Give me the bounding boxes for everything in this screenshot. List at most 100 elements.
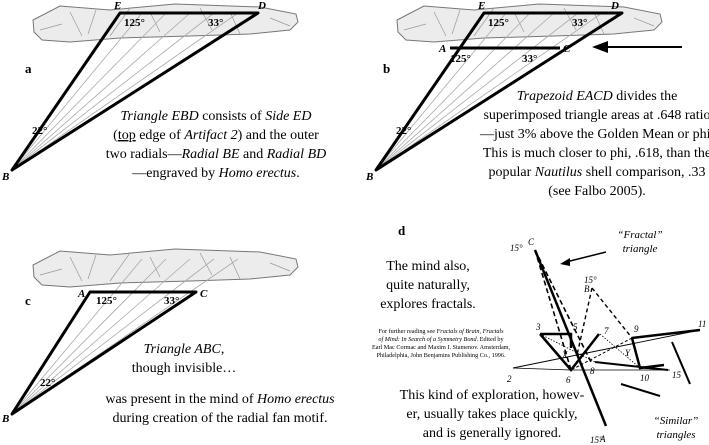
point-a-label: A: [77, 288, 85, 300]
caption-a-text: .: [296, 166, 300, 181]
point-b-label: B: [1, 413, 9, 425]
svg-text:popular Nautilus shell compari: popular Nautilus shell comparison, .33: [489, 165, 706, 180]
point-a-label: A: [438, 43, 446, 55]
artifact-outline-c: [32, 248, 299, 288]
caption-a-term: Radial BE: [181, 147, 240, 162]
fractal-label-line: “Fractal”: [617, 229, 662, 241]
note-text: . Edited by: [477, 336, 505, 343]
panel-b: E D A C B 125° 33° 125° 33° 22° b Trapez…: [365, 0, 709, 199]
point-x-label: X: [561, 350, 568, 360]
angle-b-label: 22°: [396, 125, 411, 137]
point-7-label: 7: [604, 326, 609, 336]
caption-a-term: Homo erectus: [218, 166, 297, 181]
similar-triangle-left-base: [539, 333, 600, 372]
note-text: Philadelphia, John Benjamins Publishing …: [376, 352, 506, 359]
fractal-text-line: explores fractals.: [380, 297, 476, 312]
fractal-label-line: triangle: [623, 243, 658, 255]
svg-text:Triangle EBD consists of Side: Triangle EBD consists of Side ED: [121, 109, 312, 124]
caption-c: Triangle ABC, though invisible… was pres…: [105, 342, 335, 426]
caption-b-text: popular: [489, 165, 535, 180]
caption-b-text: divides the: [613, 89, 678, 104]
panel-a: E D B 125° 33° 22° a Triangle EBD consis…: [1, 0, 326, 183]
caption-a-text: ) and the outer: [238, 128, 320, 143]
svg-text:was present in the mind of Hom: was present in the mind of Homo erectus: [105, 392, 335, 407]
similar-pointer-2: [671, 341, 691, 385]
caption-a-text: (: [113, 128, 118, 143]
point-6-label: 6: [566, 375, 571, 385]
panel-d: d The mind also, quite naturally, explor…: [372, 223, 706, 445]
angle-b-label: 15°: [584, 275, 597, 285]
exploration-text-line: This kind of exploration, howev-: [400, 388, 585, 403]
artifact-outline-b: [396, 3, 663, 43]
panel-c: A C B 125° 33° 22° c Triangle ABC, thoug…: [1, 248, 335, 426]
caption-b-text: shell comparison, .33: [582, 165, 705, 180]
svg-text:(top edge of Artifact 2) and t: (top edge of Artifact 2) and the outer: [113, 128, 319, 143]
fractal-dash-c-6: [534, 249, 572, 371]
fractal-text-line: The mind also,: [386, 259, 470, 274]
point-b-label: B: [584, 284, 590, 294]
fractal-diagram: C 15° B 15° A 15° X Y 2 3 5 6 7 8 9 10 1…: [507, 229, 706, 445]
similar-triangle-left: [540, 332, 573, 348]
caption-b-term: Trapezoid EACD: [517, 89, 613, 104]
panel-b-label: b: [383, 61, 390, 76]
panel-c-label: c: [25, 293, 31, 308]
exploration-text: This kind of exploration, howev- er, usu…: [400, 388, 585, 441]
angle-e-label: 125°: [124, 17, 145, 29]
point-11-label: 11: [698, 319, 706, 329]
fractal-text-line: quite naturally,: [386, 278, 470, 293]
fractal-pointer: [565, 251, 607, 263]
point-2-label: 2: [507, 374, 512, 384]
caption-a-text: —engraved by: [131, 166, 218, 181]
caption-a-text: and: [240, 147, 267, 162]
point-e-label: E: [477, 0, 485, 12]
caption-a-term: Side ED: [265, 109, 311, 124]
caption-b-text: (see Falbo 2005).: [548, 184, 646, 199]
angle-c-label: 15°: [510, 243, 523, 253]
angle-a-label: 15°: [590, 435, 603, 445]
caption-a-term: Radial BD: [266, 147, 327, 162]
similar-label-line: triangles: [656, 429, 695, 441]
fractal-triangle-label: “Fractal” triangle: [617, 229, 662, 255]
similar-triangle-right: [631, 328, 701, 340]
point-5-label: 5: [573, 322, 578, 332]
note-title: of Mind: In Search of a Symmetry Bond: [378, 336, 477, 343]
svg-text:two radials—Radial BE and Radi: two radials—Radial BE and Radial BD: [106, 147, 326, 162]
caption-a-text: consists of: [199, 109, 266, 124]
point-3-label: 3: [535, 322, 541, 332]
radial-fan-b: [375, 12, 603, 171]
fractal-line-8-15: [594, 361, 669, 371]
note-text: Earl Mac Cormac and Maxim I. Stamenov. A…: [372, 344, 511, 351]
point-e-label: E: [113, 0, 121, 12]
svg-text:of Mind: In Search of a Symmet: of Mind: In Search of a Symmetry Bond. E…: [378, 336, 504, 343]
triangle-abc: [10, 290, 198, 416]
panel-a-label: a: [25, 61, 32, 76]
caption-a-text: top: [118, 128, 136, 143]
fractal-pointer-head: [560, 258, 570, 266]
point-a-label: A: [599, 434, 606, 444]
fractal-dash-b-9: [591, 287, 633, 339]
angle-b-label: 22°: [32, 125, 47, 137]
similar-label-line: “Similar”: [654, 415, 699, 427]
point-15-label: 15: [672, 370, 682, 380]
angle-e-label: 125°: [488, 17, 509, 29]
point-b-label: B: [365, 171, 373, 183]
angle-a-label: 125°: [450, 53, 471, 65]
fractal-dash-c-8: [534, 249, 592, 363]
svg-text:Triangle ABC,: Triangle ABC,: [144, 342, 225, 357]
caption-b-text: superimposed triangle areas at .648 rati…: [483, 108, 709, 123]
caption-c-text: though invisible…: [132, 361, 237, 376]
caption-c-text: was present in the mind of: [105, 392, 257, 407]
similar-triangles-label: “Similar” triangles: [654, 415, 699, 441]
triangle-ebd: [10, 11, 260, 172]
note-text: For further reading see: [378, 328, 436, 335]
caption-c-text: during creation of the radial fan motif.: [113, 411, 328, 426]
point-d-label: D: [610, 0, 619, 12]
point-d-label: D: [257, 0, 266, 12]
caption-a-term: Triangle EBD: [121, 109, 199, 124]
fractal-dash-b-x: [576, 287, 593, 356]
svg-text:Trapezoid EACD divides the: Trapezoid EACD divides the: [517, 89, 678, 104]
svg-text:—engraved by Homo erectus.: —engraved by Homo erectus.: [131, 166, 299, 181]
similar-pointer-1: [620, 383, 661, 397]
point-c-label: C: [528, 237, 535, 247]
